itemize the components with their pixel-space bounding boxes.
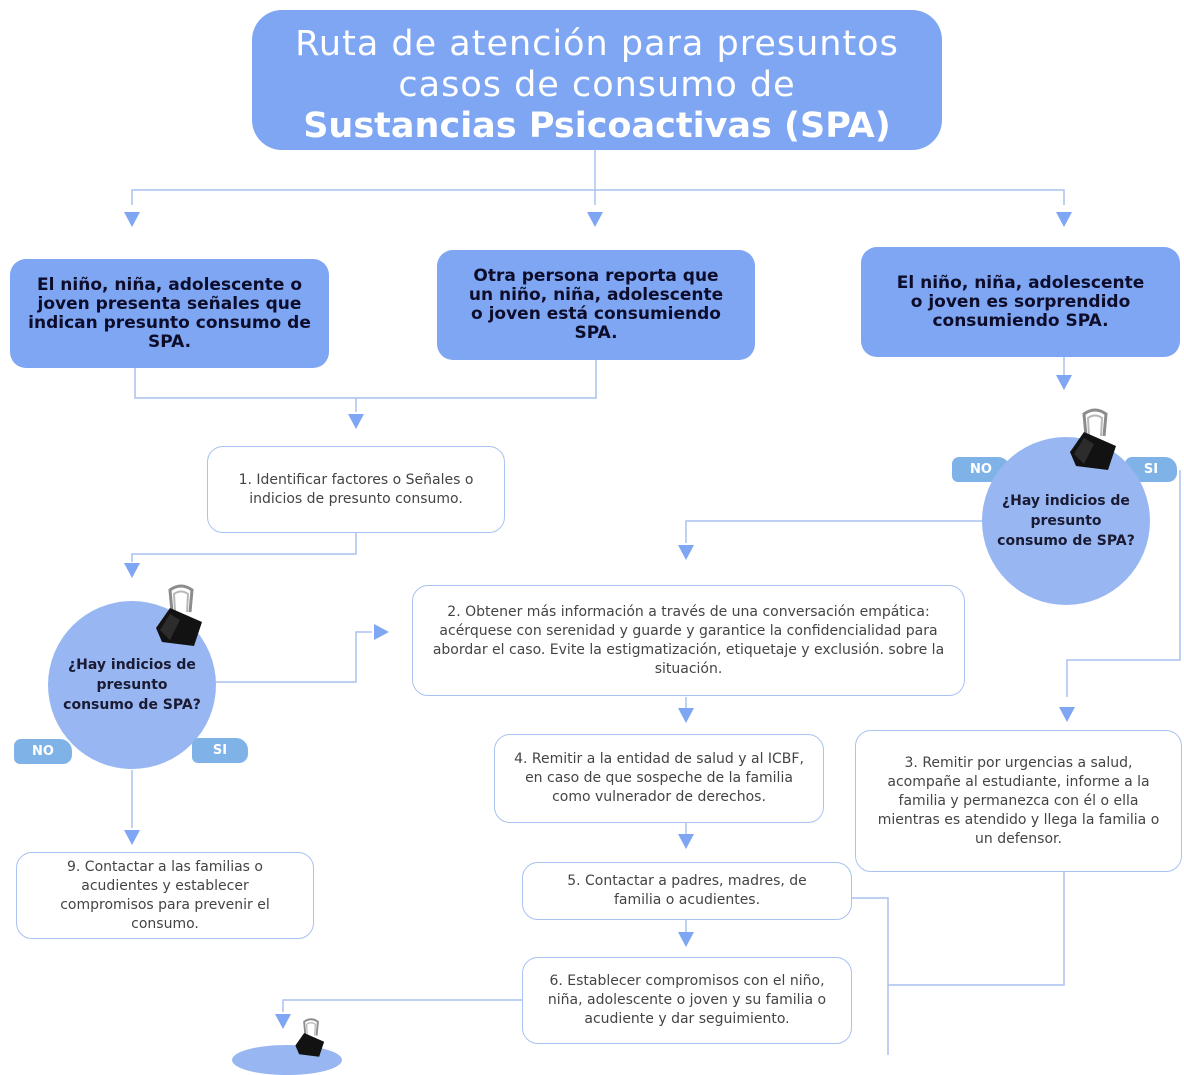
scenario-signals-box: El niño, niña, adolescente o joven prese…: [10, 259, 329, 368]
step-1-text: 1. Identificar factores o Señales o indi…: [238, 471, 474, 507]
title-line-1: Ruta de atención para presuntos: [295, 24, 899, 64]
step-5-box: 5. Contactar a padres, madres, de famili…: [522, 862, 852, 920]
arrow-down-icon: [587, 212, 603, 227]
arrow-down-icon: [678, 545, 694, 560]
decision-right-text: ¿Hay indicios de presunto consumo de SPA…: [997, 493, 1135, 549]
arrow-down-icon: [1056, 212, 1072, 227]
arrow-down-icon: [678, 708, 694, 723]
arrow-down-icon: [348, 414, 364, 429]
si-label: SI: [1143, 462, 1159, 477]
scenario-reported-text: Otra persona reporta que un niño, niña, …: [468, 266, 724, 343]
step-5-text: 5. Contactar a padres, madres, de famili…: [567, 873, 807, 908]
binder-clip-icon: [156, 584, 202, 646]
arrow-down-icon: [1056, 375, 1072, 390]
decision-left-text: ¿Hay indicios de presunto consumo de SPA…: [63, 657, 201, 713]
no-label: NO: [970, 462, 992, 477]
step-9-text: 9. Contactar a las familias o acudientes…: [60, 858, 270, 932]
step-3-box: 3. Remitir por urgencias a salud, acompa…: [855, 730, 1182, 872]
arrow-down-icon: [678, 834, 694, 849]
si-tag-left: SI: [192, 738, 248, 763]
step-1-box: 1. Identificar factores o Señales o indi…: [207, 446, 505, 533]
arrow-right-icon: [374, 624, 389, 640]
binder-clip-icon: [295, 1018, 325, 1057]
step-9-box: 9. Contactar a las familias o acudientes…: [16, 852, 314, 939]
step-6-box: 6. Establecer compromisos con el niño, n…: [522, 957, 852, 1044]
scenario-caught-box: El niño, niña, adolescente o joven es so…: [861, 247, 1180, 357]
arrow-down-icon: [1059, 707, 1075, 722]
step-3-text: 3. Remitir por urgencias a salud, acompa…: [877, 754, 1160, 847]
title-line-2: casos de consumo de: [398, 65, 796, 105]
arrow-down-icon: [124, 830, 140, 845]
scenario-caught-text: El niño, niña, adolescente o joven es so…: [896, 272, 1145, 331]
step-6-text: 6. Establecer compromisos con el niño, n…: [547, 973, 827, 1027]
scenario-signals-text: El niño, niña, adolescente o joven prese…: [28, 274, 311, 352]
no-tag-left: NO: [14, 739, 72, 764]
step-4-box: 4. Remitir a la entidad de salud y al IC…: [494, 734, 824, 823]
scenario-reported-box: Otra persona reporta que un niño, niña, …: [437, 250, 755, 360]
step-4-text: 4. Remitir a la entidad de salud y al IC…: [514, 751, 804, 805]
arrow-down-icon: [678, 932, 694, 947]
si-label: SI: [212, 743, 228, 758]
decision-circle-right: ¿Hay indicios de presunto consumo de SPA…: [982, 437, 1150, 605]
arrow-down-icon: [124, 563, 140, 578]
page-title: Ruta de atención para presuntos casos de…: [252, 10, 942, 150]
arrow-down-icon: [275, 1014, 291, 1029]
step-2-text: 2. Obtener más información a través de u…: [432, 603, 945, 677]
binder-clip-icon: [1070, 408, 1116, 470]
no-label: NO: [32, 744, 54, 759]
step-2-box: 2. Obtener más información a través de u…: [412, 585, 965, 696]
title-line-3: Sustancias Psicoactivas (SPA): [303, 106, 891, 146]
arrow-down-icon: [124, 212, 140, 227]
